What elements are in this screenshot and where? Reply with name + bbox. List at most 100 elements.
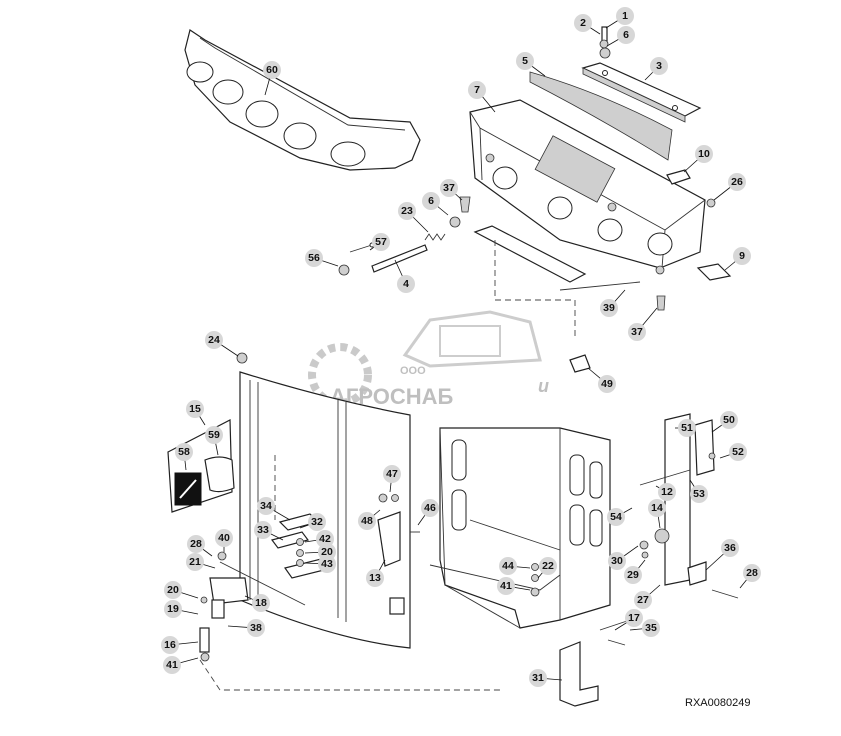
callout-35: 35 xyxy=(629,619,660,637)
clip-part xyxy=(569,354,591,373)
callout-7: 7 xyxy=(468,81,496,113)
callout-bubble xyxy=(422,192,440,210)
callout-bubble xyxy=(721,539,739,557)
callout-15: 15 xyxy=(186,400,206,426)
callout-bubble xyxy=(598,375,616,393)
callout-label: 36 xyxy=(724,542,736,554)
callout-10: 10 xyxy=(683,145,713,173)
callout-bubble xyxy=(252,594,270,612)
callout-bubble xyxy=(205,331,223,349)
callout-bubble xyxy=(516,52,534,70)
callout-bubble xyxy=(440,179,458,197)
spring-and-rod-parts xyxy=(338,216,461,276)
callout-bubble xyxy=(658,483,676,501)
callout-43: 43 xyxy=(304,555,336,573)
callout-bubble xyxy=(728,173,746,191)
callout-26: 26 xyxy=(713,173,746,201)
bumper-grille-part xyxy=(184,29,421,171)
callout-label: 46 xyxy=(424,502,436,514)
callout-bubble xyxy=(608,552,626,570)
callout-label: 5 xyxy=(522,55,528,67)
callout-1: 1 xyxy=(605,7,634,29)
knob-parts xyxy=(459,196,666,311)
callout-60: 60 xyxy=(263,61,281,96)
callout-51: 51 xyxy=(675,419,696,437)
callout-label: 22 xyxy=(542,560,554,572)
callout-bubble xyxy=(625,609,643,627)
callout-label: 41 xyxy=(500,580,512,592)
callout-bubble xyxy=(263,61,281,79)
callout-bubble xyxy=(695,145,713,163)
callout-21: 21 xyxy=(186,553,216,571)
callout-label: 20 xyxy=(167,584,179,596)
callout-56: 56 xyxy=(305,249,339,267)
callout-39: 39 xyxy=(600,289,626,317)
callout-52: 52 xyxy=(719,443,747,461)
callout-bubble xyxy=(254,521,272,539)
callout-label: 28 xyxy=(190,538,202,550)
callout-label: 31 xyxy=(532,672,544,684)
callout-4: 4 xyxy=(394,259,415,293)
callout-bubble xyxy=(539,557,557,575)
callout-label: 53 xyxy=(693,488,705,500)
callout-33: 33 xyxy=(254,521,284,541)
callout-bubble xyxy=(624,566,642,584)
callout-label: 6 xyxy=(623,29,629,41)
callout-41: 41 xyxy=(497,577,531,595)
callout-label: 30 xyxy=(611,555,623,567)
callout-44: 44 xyxy=(499,557,531,575)
callout-bubble xyxy=(366,569,384,587)
callout-label: 7 xyxy=(474,84,480,96)
callout-41: 41 xyxy=(163,656,199,674)
callout-53: 53 xyxy=(689,479,708,503)
callout-54: 54 xyxy=(607,507,633,526)
callout-bubble xyxy=(318,555,336,573)
callout-bubble xyxy=(529,669,547,687)
callout-label: 9 xyxy=(739,250,745,262)
callout-58: 58 xyxy=(175,443,193,471)
callout-label: 48 xyxy=(361,515,373,527)
callout-label: 52 xyxy=(732,446,744,458)
callout-bubble xyxy=(164,581,182,599)
watermark-logo: ООО АГРОСНАБ u xyxy=(308,310,549,409)
callout-bubble xyxy=(729,443,747,461)
callout-bubble xyxy=(163,656,181,674)
callout-bubble xyxy=(733,247,751,265)
callout-bubble xyxy=(305,249,323,267)
callout-49: 49 xyxy=(587,367,616,393)
callout-bubble xyxy=(398,202,416,220)
callout-label: 10 xyxy=(698,148,710,160)
callout-label: 2 xyxy=(580,17,586,29)
callout-bubble xyxy=(397,275,415,293)
radiator-frame-part xyxy=(469,99,706,275)
callout-label: 27 xyxy=(637,594,649,606)
callout-label: 16 xyxy=(164,639,176,651)
callout-2: 2 xyxy=(574,14,601,35)
callout-label: 24 xyxy=(208,334,220,346)
callout-label: 40 xyxy=(218,532,230,544)
drawing-ref-code: RXA0080249 xyxy=(685,697,750,709)
callout-label: 60 xyxy=(266,64,278,76)
callout-label: 15 xyxy=(189,403,201,415)
callout-bubble xyxy=(690,485,708,503)
callout-label: 43 xyxy=(321,558,333,570)
callout-3: 3 xyxy=(644,57,668,81)
callout-label: 37 xyxy=(443,182,455,194)
callout-bubble xyxy=(421,499,439,517)
callout-50: 50 xyxy=(711,411,738,433)
callout-label: 17 xyxy=(628,612,640,624)
lower-latch-assembly xyxy=(199,551,500,691)
callout-bubble xyxy=(186,400,204,418)
callout-20: 20 xyxy=(164,581,199,599)
callout-label: 51 xyxy=(681,422,693,434)
callout-bubble xyxy=(574,14,592,32)
nut-part xyxy=(236,352,248,364)
callout-bubble xyxy=(497,577,515,595)
callout-label: 21 xyxy=(189,556,201,568)
callout-bubble xyxy=(600,299,618,317)
support-cage-part xyxy=(429,427,611,629)
callout-23: 23 xyxy=(398,202,429,233)
callout-label: 58 xyxy=(178,446,190,458)
callout-label: 37 xyxy=(631,326,643,338)
